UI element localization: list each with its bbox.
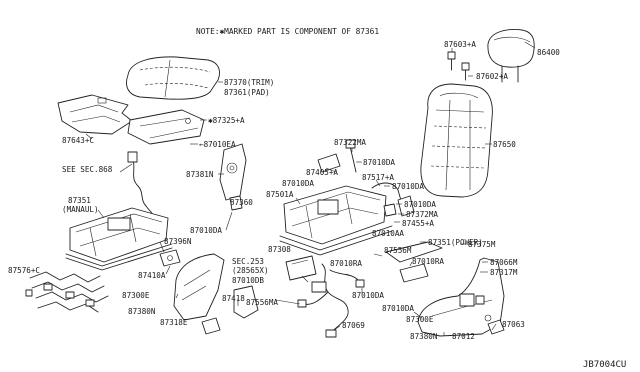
label-87517a: 87517+A (362, 173, 394, 182)
label-87372ma: 87372MA (406, 210, 438, 219)
label-87010da-b: 87010DA (392, 182, 424, 191)
label-87501a: 87501A (266, 190, 294, 199)
label-87010aa: 87010AA (372, 229, 404, 238)
label-87410a: 87410A (138, 271, 166, 280)
label-87351-power: 87351(POWER) (428, 238, 483, 247)
label-87602a: 87602+A (476, 72, 508, 81)
label-87069: 87069 (342, 321, 365, 330)
power-harness-drawing (297, 263, 365, 338)
label-87360: 87360 (230, 198, 253, 207)
label-87325a: ✱87325+A (208, 116, 245, 125)
cushion-heater-mat-drawing (57, 94, 133, 135)
seat-back-drawing (420, 83, 493, 198)
label-87066m: 87066M (490, 258, 518, 267)
label-87010db: 87010DB (232, 276, 264, 285)
lever-group-drawing (371, 182, 415, 217)
label-87650: 87650 (493, 140, 516, 149)
trim-strip-drawing (385, 241, 443, 283)
label-87576c: 87576+C (8, 266, 40, 275)
label-87010da-f: 87010DA (352, 291, 384, 300)
label-87370: 87370(TRIM) (224, 78, 274, 87)
label-28565x: (28565X) (232, 266, 269, 275)
label-87380n-a: 87380N (128, 307, 156, 316)
diagram-note: NOTE:✱MARKED PART IS COMPONENT OF 87361 (196, 27, 379, 36)
label-87322ma: 87322MA (334, 138, 366, 147)
label-87318e: 87318E (160, 318, 188, 327)
label-87381n: 87381N (186, 170, 214, 179)
label-sec-253: SEC.253 (232, 257, 264, 266)
recliner-lever-drawing (229, 195, 243, 211)
label-87603a: 87603+A (444, 40, 476, 49)
label-87351: 87351 (68, 196, 91, 205)
label-87308: 87308 (268, 245, 291, 254)
power-seat-frame-drawing (279, 185, 393, 256)
diagram-code: JB7004CU (583, 360, 626, 370)
seat-side-cover-right-drawing (417, 257, 505, 337)
bracket-87405-drawing (317, 139, 357, 173)
recliner-cover-drawing (219, 143, 247, 201)
label-87300e-a: 87300E (122, 291, 150, 300)
manual-seat-frame-drawing (65, 207, 173, 271)
label-87012: 87012 (452, 332, 475, 341)
knob-87318e-drawing (201, 317, 221, 335)
label-87643c: 87643+C (62, 136, 94, 145)
seat-adjuster-part-drawing (159, 249, 181, 267)
label-87556m: 87556M (384, 246, 412, 255)
label-87380n-b: 87380N (410, 332, 438, 341)
seat-cushion-trim-drawing (126, 56, 220, 100)
label-manual: (MANAUL) (62, 205, 99, 214)
label-87375m: 87375M (468, 240, 496, 249)
part-labels: 87603+A 86400 87602+A 87370(TRIM) 87361(… (8, 40, 560, 341)
label-87455a: 87455+A (402, 219, 434, 228)
harness-87576-drawing (25, 271, 109, 313)
label-87010da-d: 87010DA (404, 200, 436, 209)
label-87010ra-b: 87010RA (330, 259, 362, 268)
label-87418: 87418 (222, 294, 245, 303)
label-87010da-a: 87010DA (363, 158, 395, 167)
label-87010da-c: 87010DA (282, 179, 314, 188)
label-87556ma: 87556MA (246, 298, 278, 307)
label-87010da-g: 87010DA (382, 304, 414, 313)
label-87405a: 87405+A (306, 168, 338, 177)
clip-87063-drawing (487, 319, 505, 335)
part-87418-drawing (233, 285, 259, 319)
label-87317m: 87317M (490, 268, 518, 277)
label-see-sec-868: SEE SEC.868 (62, 165, 113, 174)
label-87361: 87361(PAD) (224, 88, 270, 97)
label-87010da-e: 87010DA (190, 226, 222, 235)
leader-lines (85, 41, 536, 336)
label-87010ea: ←87010EA (199, 140, 236, 149)
label-87010ra-a: 87010RA (412, 257, 444, 266)
label-87300e-b: 87300E (406, 315, 434, 324)
motor-87308-drawing (285, 255, 317, 281)
label-87063: 87063 (502, 320, 525, 329)
label-87396n: 87396N (164, 237, 192, 246)
headrest-guide-drawing (447, 51, 470, 81)
label-86400: 86400 (537, 48, 560, 57)
cushion-pad-drawing (127, 109, 205, 145)
seat-side-cover-left-drawing (173, 253, 225, 321)
headrest-drawing (487, 29, 535, 83)
